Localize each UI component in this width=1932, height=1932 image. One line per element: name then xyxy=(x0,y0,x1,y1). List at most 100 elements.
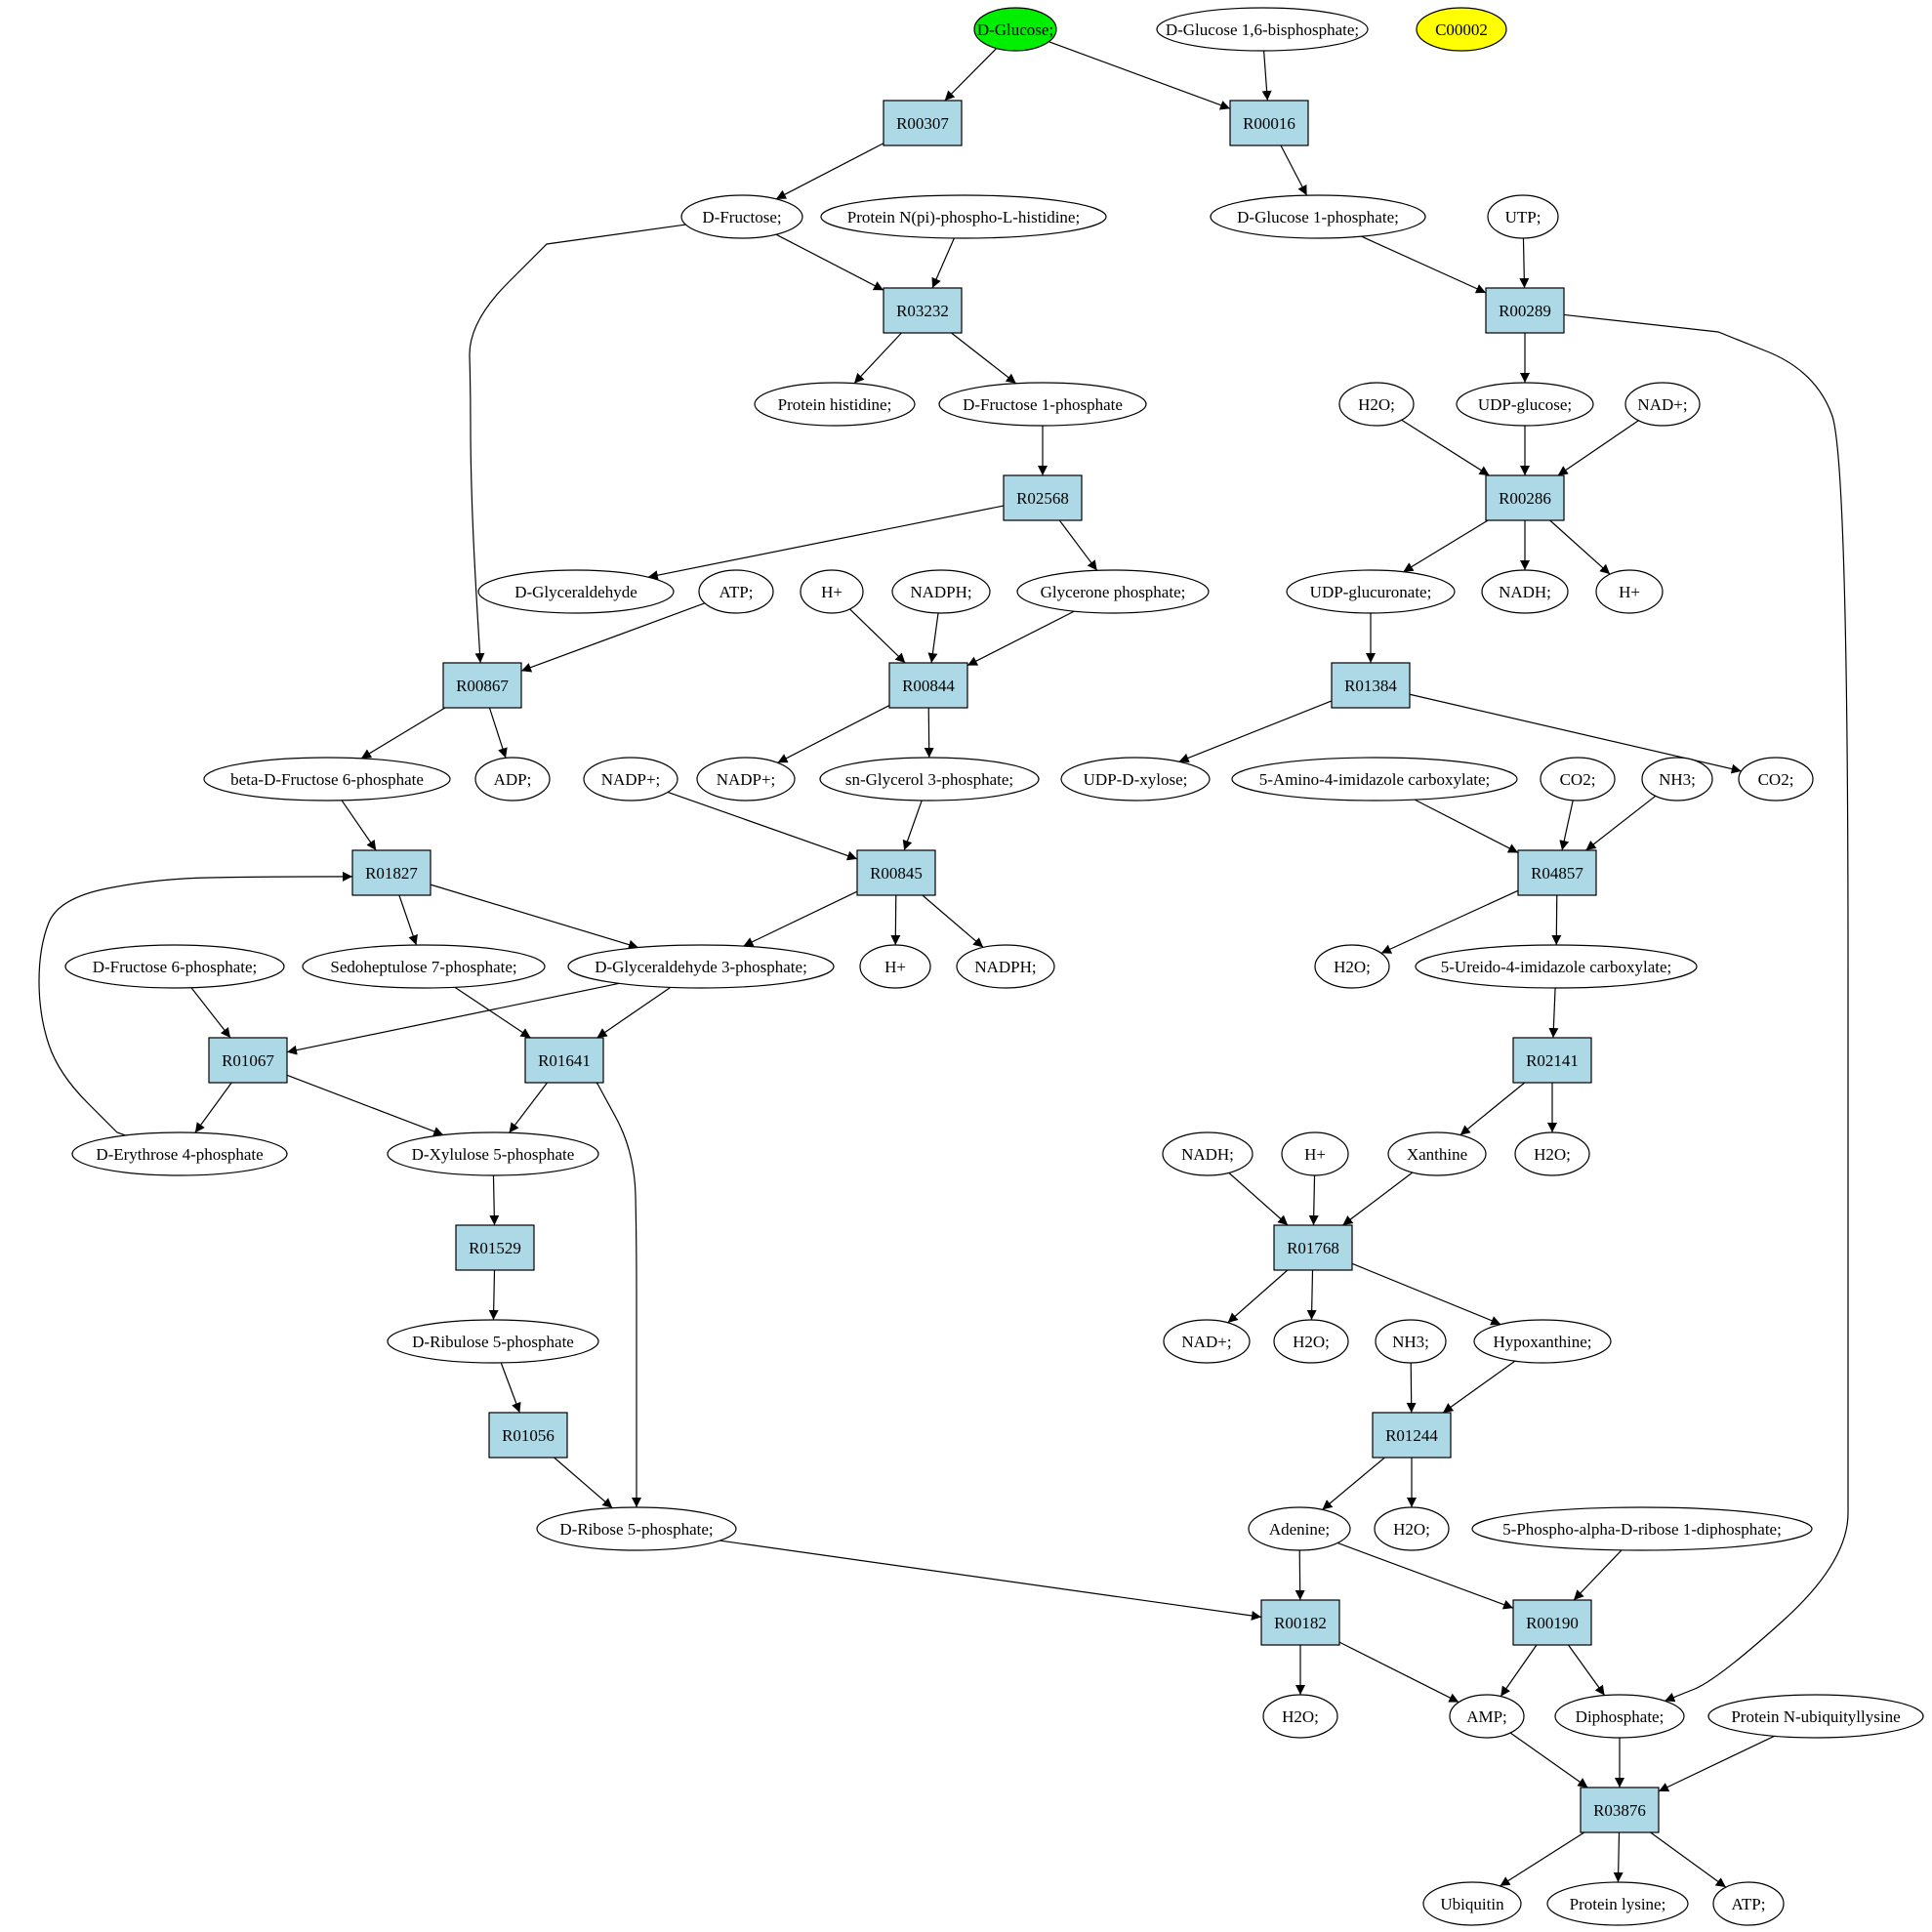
compound-ellipse xyxy=(819,757,1040,802)
edge-gap-to-R01067 xyxy=(286,982,620,1055)
compound-node-amp[interactable]: AMP; xyxy=(1449,1694,1525,1739)
compound-node-nadph_a[interactable]: NADPH; xyxy=(891,569,991,614)
compound-node-protlys[interactable]: Protein lysine; xyxy=(1546,1881,1689,1926)
compound-node-udpxyl[interactable]: UDP-D-xylose; xyxy=(1060,757,1211,802)
compound-node-protnph[interactable]: Protein N(pi)-phospho-L-histidine; xyxy=(820,194,1107,239)
reaction-node-R00844[interactable]: R00844 xyxy=(888,662,968,709)
node-label: UDP-glucuronate; xyxy=(1310,583,1432,601)
compound-node-c00002[interactable]: C00002 xyxy=(1416,7,1507,52)
compound-node-hplus_c[interactable]: H+ xyxy=(859,944,931,989)
compound-node-e4p[interactable]: D-Erythrose 4-phosphate xyxy=(71,1131,288,1176)
compound-node-nadp_b[interactable]: NAD+; xyxy=(1163,1319,1251,1364)
edge-R00190-to-amp xyxy=(1500,1644,1538,1697)
compound-node-utp[interactable]: UTP; xyxy=(1487,194,1559,239)
reaction-node-R03232[interactable]: R03232 xyxy=(883,287,963,334)
reaction-node-R02568[interactable]: R02568 xyxy=(1003,474,1083,521)
compound-node-nadp_a[interactable]: NAD+; xyxy=(1624,382,1701,427)
compound-node-fructose[interactable]: D-Fructose; xyxy=(680,194,803,239)
compound-node-hypox[interactable]: Hypoxanthine; xyxy=(1473,1319,1612,1364)
reaction-node-R01244[interactable]: R01244 xyxy=(1372,1412,1452,1459)
reaction-node-R00016[interactable]: R00016 xyxy=(1229,100,1309,146)
edge-adenine-to-R00190 xyxy=(1336,1541,1514,1610)
reaction-node-R00867[interactable]: R00867 xyxy=(442,662,522,709)
node-label: NADH; xyxy=(1181,1145,1234,1164)
compound-node-h2o_e[interactable]: H2O; xyxy=(1374,1506,1450,1551)
compound-node-gap[interactable]: D-Glyceraldehyde 3-phosphate; xyxy=(567,944,835,989)
compound-node-h2o_c[interactable]: H2O; xyxy=(1514,1131,1590,1176)
compound-node-hplus_a[interactable]: H+ xyxy=(800,569,864,614)
node-label: 5-Ureido-4-imidazole carboxylate; xyxy=(1441,958,1671,976)
compound-node-dhap[interactable]: Glycerone phosphate; xyxy=(1016,569,1210,614)
compound-node-ru5p[interactable]: D-Ribulose 5-phosphate xyxy=(387,1319,599,1364)
reaction-node-R03876[interactable]: R03876 xyxy=(1580,1787,1660,1833)
reaction-node-R01768[interactable]: R01768 xyxy=(1273,1224,1353,1271)
reaction-node-R00286[interactable]: R00286 xyxy=(1485,474,1565,521)
compound-node-g1p[interactable]: D-Glucose 1-phosphate; xyxy=(1210,194,1426,239)
compound-node-nh3_a[interactable]: NH3; xyxy=(1641,757,1713,802)
compound-node-h2o_b[interactable]: H2O; xyxy=(1314,944,1390,989)
compound-node-udpglc[interactable]: UDP-glucose; xyxy=(1456,382,1594,427)
compound-node-r5p[interactable]: D-Ribose 5-phosphate; xyxy=(536,1506,737,1551)
compound-node-co2_a[interactable]: CO2; xyxy=(1540,757,1616,802)
compound-ellipse xyxy=(387,1131,599,1176)
reaction-node-R01529[interactable]: R01529 xyxy=(455,1224,535,1271)
compound-node-nh3_b[interactable]: NH3; xyxy=(1375,1319,1447,1364)
compound-node-g3p[interactable]: sn-Glycerol 3-phosphate; xyxy=(819,757,1040,802)
compound-node-co2_b[interactable]: CO2; xyxy=(1738,757,1814,802)
reaction-node-R01827[interactable]: R01827 xyxy=(351,849,432,896)
compound-node-bf6p[interactable]: beta-D-Fructose 6-phosphate xyxy=(203,757,451,802)
compound-node-ppi[interactable]: Diphosphate; xyxy=(1554,1694,1685,1739)
compound-node-h2o_d[interactable]: H2O; xyxy=(1273,1319,1349,1364)
compound-node-s7p[interactable]: Sedoheptulose 7-phosphate; xyxy=(302,944,546,989)
compound-node-adp[interactable]: ADP; xyxy=(474,757,551,802)
compound-node-h2o_a[interactable]: H2O; xyxy=(1338,382,1415,427)
reaction-node-R01056[interactable]: R01056 xyxy=(488,1412,568,1459)
compound-ellipse xyxy=(754,382,916,427)
compound-node-g16bp[interactable]: D-Glucose 1,6-bisphosphate; xyxy=(1156,7,1369,52)
compound-node-glyceraldehyde[interactable]: D-Glyceraldehyde xyxy=(477,569,675,614)
compound-node-h2o_f[interactable]: H2O; xyxy=(1262,1694,1338,1739)
edge-ru5p-to-R01056 xyxy=(500,1362,521,1414)
node-label: R02568 xyxy=(1016,489,1069,508)
reaction-node-R00307[interactable]: R00307 xyxy=(883,100,963,146)
compound-node-hplus_d[interactable]: H+ xyxy=(1281,1131,1349,1176)
reaction-node-R02141[interactable]: R02141 xyxy=(1512,1037,1592,1084)
compound-node-atp_b[interactable]: ATP; xyxy=(1712,1881,1785,1926)
compound-node-f6p[interactable]: D-Fructose 6-phosphate; xyxy=(64,944,285,989)
compound-node-atp_a[interactable]: ATP; xyxy=(698,569,774,614)
reaction-node-R01067[interactable]: R01067 xyxy=(208,1037,288,1084)
compound-node-nadph_b[interactable]: NADPH; xyxy=(956,944,1055,989)
reaction-node-R01641[interactable]: R01641 xyxy=(524,1037,604,1084)
compound-node-prpp[interactable]: 5-Phospho-alpha-D-ribose 1-diphosphate; xyxy=(1471,1506,1813,1551)
compound-node-nadpp_a[interactable]: NADP+; xyxy=(583,757,678,802)
compound-node-protubq[interactable]: Protein N-ubiquityllysine xyxy=(1707,1694,1924,1739)
compound-node-nadh_b[interactable]: NADH; xyxy=(1162,1131,1254,1176)
edge-r5p-to-R00182 xyxy=(719,1540,1262,1621)
compound-node-nadpp_b[interactable]: NADP+; xyxy=(696,757,796,802)
reaction-box xyxy=(351,849,432,896)
reaction-node-R00182[interactable]: R00182 xyxy=(1260,1599,1340,1646)
node-label: Protein lysine; xyxy=(1570,1895,1666,1913)
node-label: R01529 xyxy=(469,1239,521,1257)
compound-node-hplus_b[interactable]: H+ xyxy=(1595,569,1664,614)
compound-node-udpglcA[interactable]: UDP-glucuronate; xyxy=(1286,569,1456,614)
compound-node-uica[interactable]: 5-Ureido-4-imidazole carboxylate; xyxy=(1415,944,1698,989)
node-label: D-Glucose 1,6-bisphosphate; xyxy=(1166,21,1359,39)
node-label: H+ xyxy=(884,958,906,976)
compound-node-x5p[interactable]: D-Xylulose 5-phosphate xyxy=(387,1131,599,1176)
compound-node-adenine[interactable]: Adenine; xyxy=(1248,1506,1351,1551)
reaction-node-R00190[interactable]: R00190 xyxy=(1512,1599,1592,1646)
compound-node-xanthine[interactable]: Xanthine xyxy=(1387,1131,1487,1176)
reaction-node-R00289[interactable]: R00289 xyxy=(1485,287,1565,334)
compound-node-f1p[interactable]: D-Fructose 1-phosphate xyxy=(938,382,1147,427)
reaction-node-R00845[interactable]: R00845 xyxy=(856,849,936,896)
compound-node-aica[interactable]: 5-Amino-4-imidazole carboxylate; xyxy=(1231,757,1518,802)
reaction-node-R01384[interactable]: R01384 xyxy=(1331,662,1411,709)
compound-node-glucose[interactable]: D-Glucose; xyxy=(973,7,1057,52)
compound-ellipse xyxy=(859,944,931,989)
reaction-node-R04857[interactable]: R04857 xyxy=(1517,849,1597,896)
compound-node-prothis[interactable]: Protein histidine; xyxy=(754,382,916,427)
compound-node-nadh_a[interactable]: NADH; xyxy=(1481,569,1569,614)
compound-node-ubiquitin[interactable]: Ubiquitin xyxy=(1422,1881,1522,1926)
